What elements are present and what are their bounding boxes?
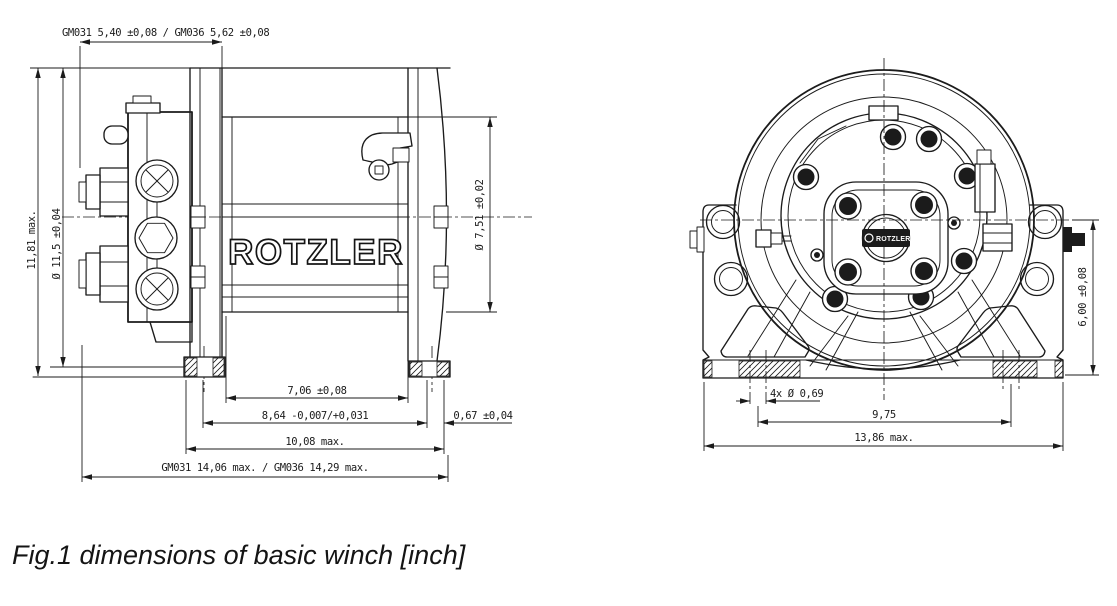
tie-rod-holes [705, 204, 1063, 297]
right-stud [1063, 227, 1085, 252]
hex-plug-icon [134, 216, 178, 260]
dim-housing-length: 10,08 max. [285, 436, 344, 448]
dim-foot-holes: 4x Ø 0,69 [770, 388, 823, 400]
plug-connector [755, 229, 792, 248]
dim-offset: 0,67 ±0,04 [453, 410, 512, 422]
dim-flange-diameter: Ø 11,5 ±0,04 [51, 208, 63, 279]
motor-hub: ROTZLER [810, 181, 961, 295]
front-view-dimensions: 4x Ø 0,69 9,75 13,86 max. 6,00 ±0,08 [703, 219, 1099, 451]
side-view-dimensions: GM031 5,40 ±0,08 / GM036 5,62 ±0,08 11,8… [26, 27, 513, 482]
side-view: ROTZLER GM031 5,40 ±0,08 / GM036 5,62 ±0… [26, 27, 532, 482]
hub-logo-plate [862, 229, 910, 247]
hub-logo-icon [864, 233, 874, 243]
dim-bolt-spacing: 9,75 [872, 409, 896, 421]
dim-overall-height: 11,81 max. [26, 210, 38, 269]
dimension-arrows [35, 39, 1096, 480]
hydraulic-motor [78, 95, 193, 343]
hex-fitting [982, 223, 1013, 252]
drum-flanges [189, 67, 451, 362]
rope-anchor-icon [361, 132, 413, 181]
dim-fit-length: 8,64 -0,007/+0,031 [262, 410, 369, 422]
dim-center-height: 6,00 ±0,08 [1077, 267, 1089, 326]
dim-rim-diameter: Ø 7,51 ±0,02 [474, 179, 486, 250]
mounting-feet [32, 356, 451, 378]
front-view: ROTZLER 4x Ø 0,69 9,75 13,86 max. [689, 58, 1099, 451]
figure-caption: Fig.1 dimensions of basic winch [inch] [12, 540, 466, 570]
dim-overall-length: GM031 14,06 max. / GM036 14,29 max. [161, 462, 368, 474]
left-stud [689, 226, 705, 253]
valve-block [974, 149, 996, 213]
dim-top-length: GM031 5,40 ±0,08 / GM036 5,62 ±0,08 [62, 27, 269, 39]
cutout-right [956, 305, 1046, 358]
port-top-icon [135, 159, 179, 203]
cutout-left [720, 305, 810, 358]
dim-overall-width: 13,86 max. [854, 432, 913, 444]
front-centerlines [700, 58, 1072, 404]
hub-logo-text: ROTZLER [876, 236, 910, 243]
dim-drum-length: 7,06 ±0,08 [287, 385, 346, 397]
port-bottom-icon [135, 267, 179, 311]
drum-barrel: ROTZLER [221, 116, 409, 313]
drum-logo: ROTZLER [228, 233, 404, 272]
front-feet [703, 360, 1064, 378]
